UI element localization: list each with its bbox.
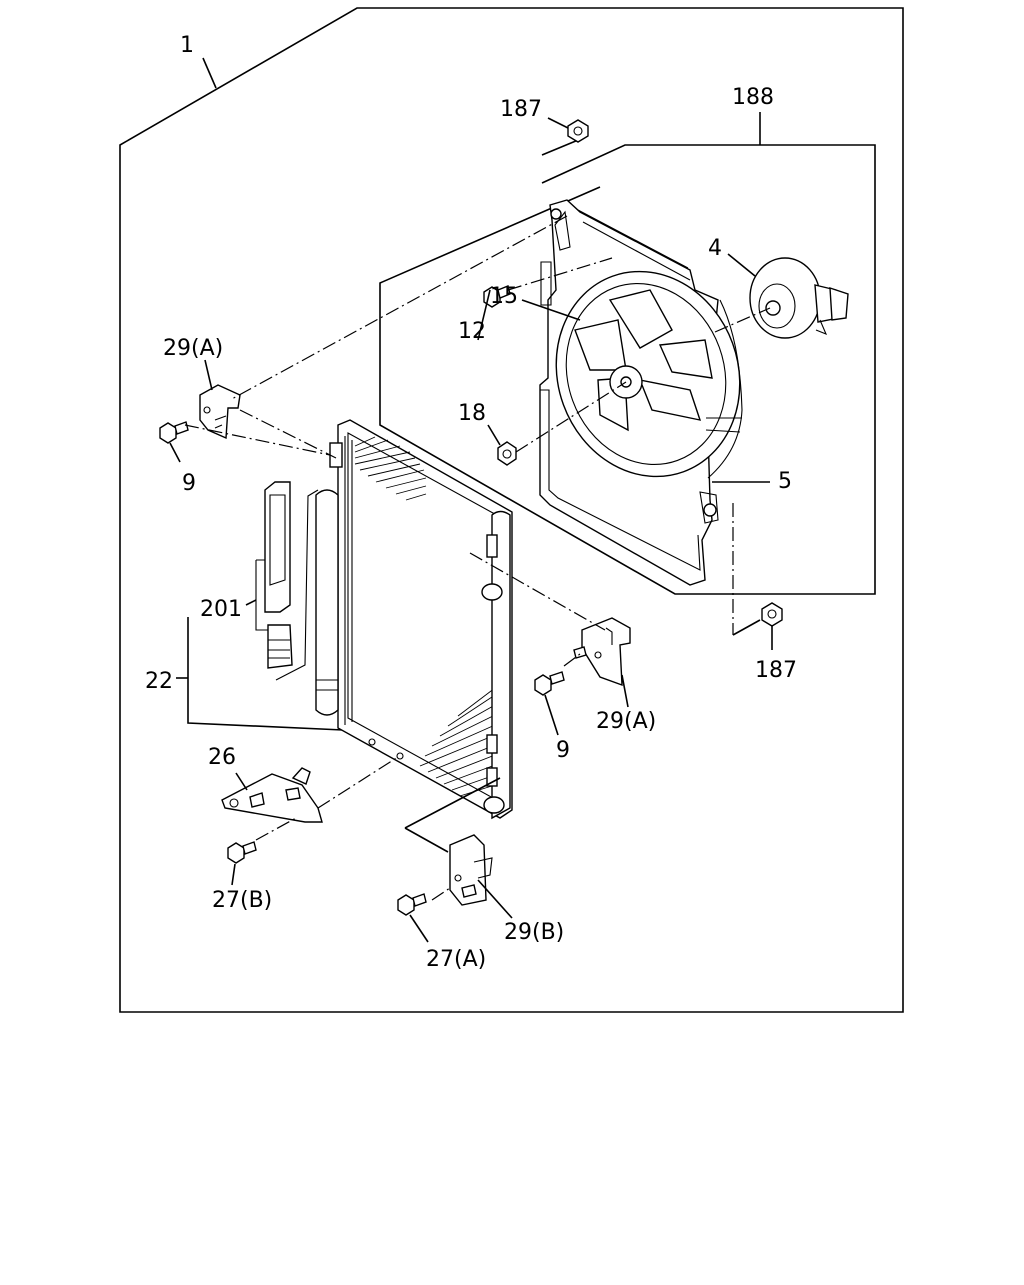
leader-1 [202,57,217,89]
nut-18 [497,441,517,466]
label-18: 18 [458,401,486,426]
fan-group-bracket [379,144,876,595]
label-12: 12 [458,319,486,344]
label-5: 5 [778,469,792,494]
label-29a-left: 29(A) [163,336,223,361]
label-187-bottom: 187 [755,658,797,683]
condenser-fins [354,436,496,797]
bracket-29b-leader-top [404,777,501,829]
centerline-18 [515,381,627,453]
label-26: 26 [208,745,236,770]
condenser [329,419,513,820]
label-29b: 29(B) [504,920,564,945]
leader-26 [235,772,248,791]
label-15: 15 [490,284,518,309]
centerline-12 [507,257,613,291]
bolt-12 [483,285,511,308]
leader-12 [477,289,491,341]
label-9-right: 9 [556,738,570,763]
leader-9-left [169,442,181,463]
bracket-29b-leader-bottom [404,827,449,853]
bolt-9-right [534,646,587,696]
centerline-shroud-29a [229,215,568,401]
centerline-9-right [563,653,581,667]
fan-blade [555,270,743,479]
centerline-cond-29a-right [469,552,606,631]
bracket-29a-left [199,384,241,440]
receiver-drier [315,489,339,716]
desiccant-201 [255,481,319,681]
label-187-top: 187 [500,97,542,122]
leader-29a-left [204,359,213,391]
bolt-27a [397,893,427,916]
centerline-motor [714,307,771,333]
bracket-26 [221,767,323,823]
label-4: 4 [708,236,722,261]
leader-27a [409,914,429,943]
bracket-29a-right [581,617,631,687]
label-22: 22 [145,669,173,694]
fan-motor [749,257,849,339]
bolt-27b [227,841,257,864]
assembly-frame [119,7,904,1013]
centerline-29b [431,887,451,901]
bolt-9-left [159,421,189,444]
label-201: 201 [200,597,242,622]
leader-187-top [547,117,569,129]
leader-9-right [544,694,559,736]
label-9-left: 9 [182,471,196,496]
condenser-group-bracket [187,617,344,731]
leader-201 [245,599,257,606]
leader-15 [521,299,581,321]
centerline-29a-condenser [239,409,337,459]
leader-29a-right [621,674,629,708]
nut-187-top [567,119,589,143]
leader-27b [231,863,236,886]
centerline-27b [255,817,297,841]
label-27a: 27(A) [426,947,486,972]
leader-29b [477,879,513,919]
leader-4 [727,253,756,277]
bracket-29b [449,834,493,906]
nut-187-bottom [761,602,783,627]
leader-18 [487,424,501,446]
centerline-9-29a [184,424,331,456]
label-188: 188 [732,85,774,110]
label-1: 1 [180,33,194,58]
nut-187-bottom-bracket [732,619,761,636]
label-29a-right: 29(A) [596,709,656,734]
centerline-26 [317,756,399,809]
label-27b: 27(B) [212,888,272,913]
